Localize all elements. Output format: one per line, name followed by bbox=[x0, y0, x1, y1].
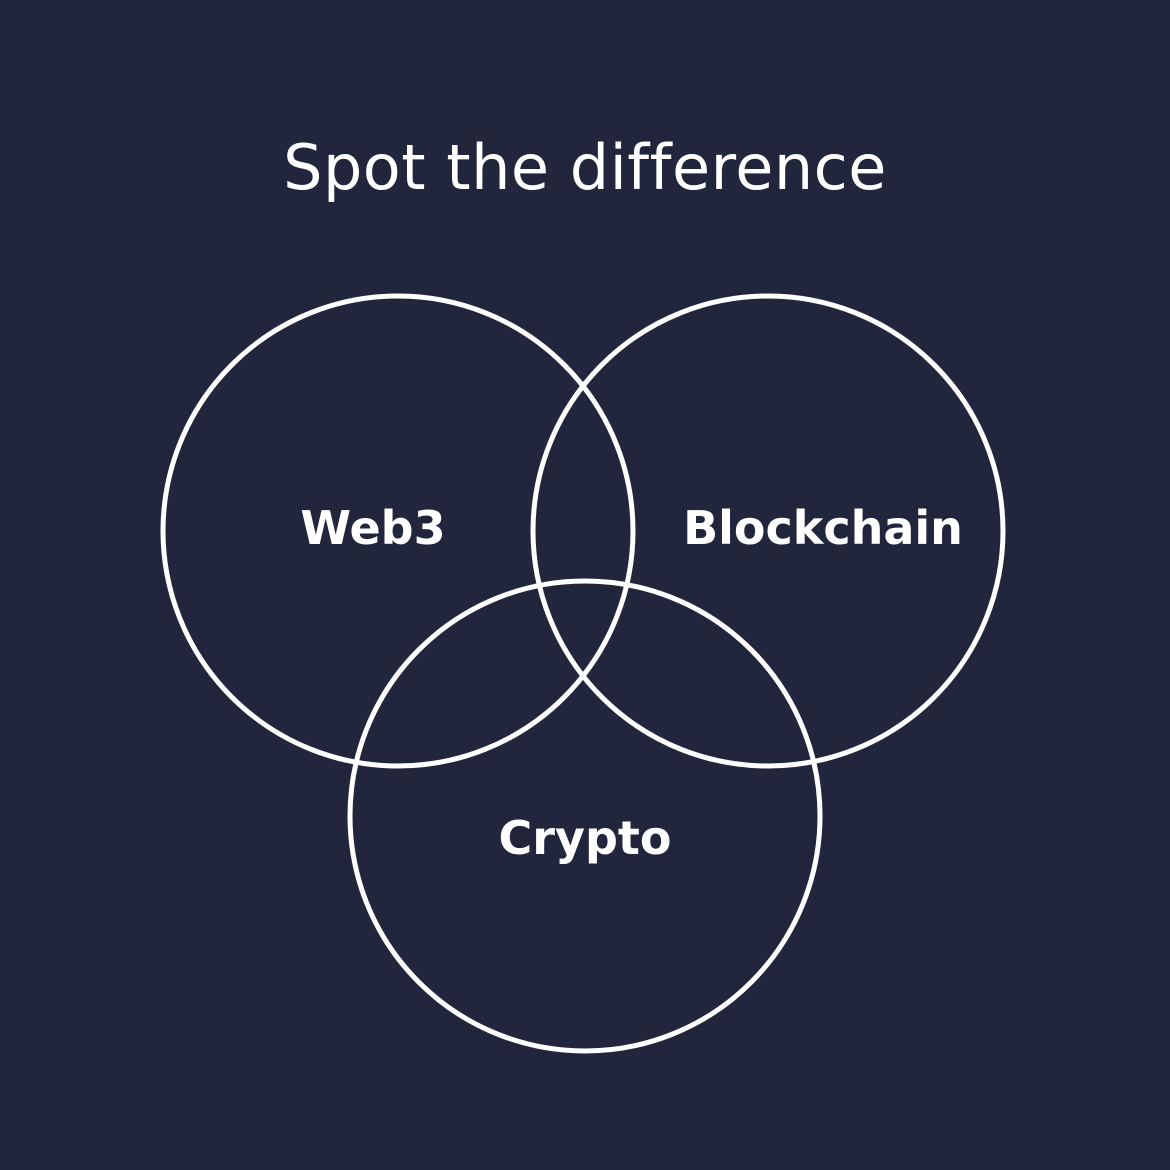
blockchain-label: Blockchain bbox=[683, 501, 963, 555]
crypto-label: Crypto bbox=[499, 811, 672, 865]
web3-circle bbox=[160, 293, 636, 769]
crypto-circle bbox=[347, 578, 823, 1054]
page-title: Spot the difference bbox=[283, 131, 887, 204]
blockchain-circle bbox=[530, 293, 1006, 769]
web3-label: Web3 bbox=[300, 501, 445, 555]
